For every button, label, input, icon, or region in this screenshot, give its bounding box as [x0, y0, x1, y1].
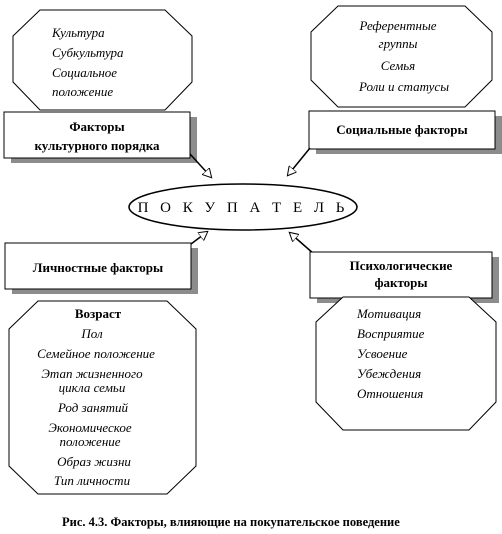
psychological-factors-label: Психологические — [350, 258, 453, 273]
personal-item: Семейное положение — [37, 346, 155, 361]
personal-item: Тип личности — [54, 473, 131, 488]
personal-factors-label-box: Личностные факторы — [4, 242, 198, 294]
social-item: группы — [379, 36, 418, 51]
cultural-item: Субкультура — [52, 45, 124, 60]
personal-item: цикла семьи — [59, 380, 126, 395]
psychological-item: Отношения — [357, 386, 423, 401]
personal-items-box: Возраст Пол Семейное положение Этап жизн… — [8, 300, 197, 495]
personal-item: Образ жизни — [57, 454, 131, 469]
buyer-label: П О К У П А Т Е Л Ь — [138, 200, 349, 216]
arrow-social-to-buyer — [288, 147, 311, 175]
psychological-item: Восприятие — [357, 326, 425, 341]
social-items-box: Референтные группы Семья Роли и статусы — [310, 5, 493, 108]
personal-item: Пол — [80, 326, 103, 341]
personal-item: положение — [59, 434, 120, 449]
psychological-factors-label: факторы — [374, 275, 427, 290]
psychological-item: Мотивация — [356, 306, 421, 321]
personal-item: Экономическое — [48, 420, 132, 435]
buyer-ellipse: П О К У П А Т Е Л Ь — [128, 183, 358, 231]
social-factors-label-box: Социальные факторы — [308, 110, 502, 154]
psychological-items-box: Мотивация Восприятие Усвоение Убеждения … — [315, 296, 497, 431]
psychological-factors-label-box: Психологические факторы — [309, 251, 499, 303]
personal-heading: Возраст — [75, 306, 122, 321]
arrow-psychological-to-buyer — [290, 233, 315, 255]
cultural-item: Социальное — [52, 65, 117, 80]
social-item: Роли и статусы — [358, 79, 449, 94]
cultural-item: Культура — [51, 25, 105, 40]
cultural-items-box: Культура Субкультура Социальное положени… — [12, 9, 193, 111]
arrow-cultural-to-buyer — [189, 153, 211, 177]
cultural-factors-label: Факторы — [69, 119, 124, 134]
personal-item: Этап жизненного — [41, 366, 143, 381]
psychological-item: Усвоение — [357, 346, 408, 361]
psychological-item: Убеждения — [357, 366, 421, 381]
cultural-factors-label-box: Факторы культурного порядка — [3, 111, 197, 163]
cultural-factors-label: культурного порядка — [34, 138, 160, 153]
personal-item: Род занятий — [57, 400, 129, 415]
personal-factors-label: Личностные факторы — [33, 260, 163, 275]
social-factors-label: Социальные факторы — [336, 122, 467, 137]
cultural-item: положение — [52, 84, 113, 99]
figure-caption: Рис. 4.3. Факторы, влияющие на покупател… — [62, 515, 400, 529]
social-item: Семья — [381, 58, 415, 73]
social-item: Референтные — [358, 18, 436, 33]
